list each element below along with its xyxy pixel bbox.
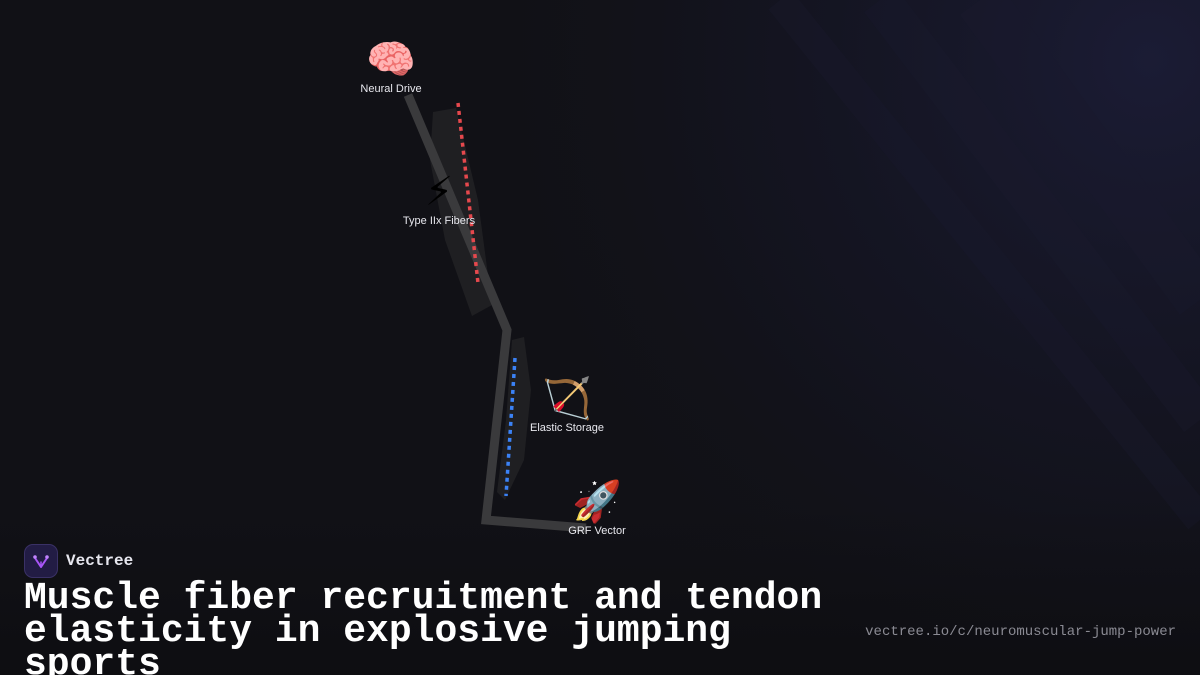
main-connector-path [403, 93, 587, 533]
node-label: Elastic Storage [530, 422, 604, 434]
blue-dotted-connector [504, 357, 517, 497]
red-dotted-connector [456, 102, 480, 284]
brand-name: Vectree [66, 552, 134, 570]
vectree-logo-icon [24, 544, 58, 578]
brain-icon: 🧠 [366, 37, 416, 83]
brand[interactable]: Vectree [24, 544, 1176, 578]
node-grf-vector: 🚀 GRF Vector [568, 479, 625, 537]
rocket-icon: 🚀 [572, 479, 622, 525]
node-label: Neural Drive [360, 83, 422, 95]
page-title: Muscle fiber recruitment and tendon elas… [24, 577, 823, 675]
footer: Vectree [24, 544, 1176, 578]
source-url[interactable]: vectree.io/c/neuromuscular-jump-power [865, 624, 1176, 640]
node-label: Type IIx Fibers [402, 215, 476, 227]
shadow-blade-lower [497, 337, 531, 500]
bow-and-arrow-icon: 🏹 [542, 376, 592, 422]
node-elastic-storage: 🏹 Elastic Storage [530, 376, 604, 434]
lightning-icon: ⚡ [424, 169, 454, 215]
node-label: GRF Vector [568, 525, 626, 537]
node-neural-drive: 🧠 Neural Drive [360, 37, 421, 95]
node-type-iix-fibers: ⚡ Type IIx Fibers [403, 169, 475, 227]
